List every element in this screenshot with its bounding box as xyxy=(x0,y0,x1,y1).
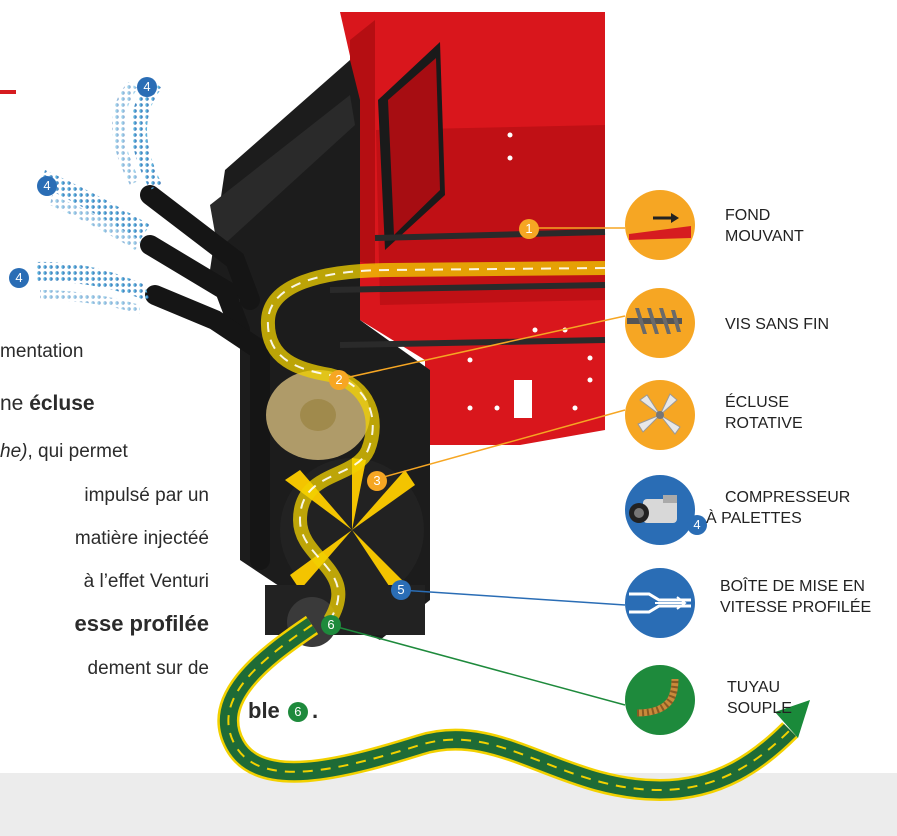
air-badge-middle: 4 xyxy=(37,176,57,196)
moving-floor-icon xyxy=(629,213,691,240)
red-accent-mark xyxy=(0,90,16,94)
flexible-hose-icon xyxy=(636,678,679,717)
red-hopper xyxy=(340,12,605,445)
air-badge-bottom: 4 xyxy=(9,268,29,288)
flow-arrow-head xyxy=(775,700,810,738)
chains xyxy=(329,229,606,348)
compressor-icon xyxy=(629,495,677,523)
para-line-3: he), qui permet xyxy=(0,441,128,462)
legend-icon-compressor xyxy=(625,475,695,545)
venturi-box-icon xyxy=(629,592,691,614)
legend-label-2: VIS SANS FIN xyxy=(725,316,830,333)
air-badge-top: 4 xyxy=(137,77,157,97)
air-wave-top xyxy=(111,80,162,190)
para-line-2: ne écluse xyxy=(0,392,95,415)
footer-band xyxy=(0,773,897,836)
para-line-8: dement sur de xyxy=(87,658,209,679)
para-line-5: matière injectéé xyxy=(74,528,209,549)
diagram-badge-6: 6 xyxy=(321,615,341,635)
air-wave-middle xyxy=(40,170,150,250)
hopper-window xyxy=(514,380,532,418)
legend-badge-4: 4 xyxy=(687,515,707,535)
para-line-1: mentation xyxy=(0,341,84,362)
legend-icon-rotary-valve xyxy=(625,380,695,450)
legend-icon-auger xyxy=(625,288,695,358)
para-line-4: impulsé par un xyxy=(84,485,209,506)
legend-icon-venturi-box xyxy=(625,568,695,638)
diagram-badge-5: 5 xyxy=(391,580,411,600)
leader-lines xyxy=(329,227,626,706)
legend-icon-flexible-hose xyxy=(625,665,695,735)
auger-icon xyxy=(627,308,682,334)
air-wave-bottom xyxy=(35,261,150,314)
para-line-7: esse profilée xyxy=(74,611,209,636)
diagram-badge-1: 1 xyxy=(519,219,539,239)
para-line-9: ble 6 . xyxy=(248,698,319,723)
air-pipes xyxy=(140,185,270,570)
para-bold-ecluse: écluse xyxy=(29,392,95,415)
legend-icon-moving-floor xyxy=(625,190,695,260)
rotary-valve-icon xyxy=(637,393,681,435)
para-line-6: à l’effet Venturi xyxy=(83,571,209,592)
para-badge-6: 6 xyxy=(287,702,308,722)
diagram-badge-2: 2 xyxy=(329,370,349,390)
diagram-badge-3: 3 xyxy=(367,471,387,491)
